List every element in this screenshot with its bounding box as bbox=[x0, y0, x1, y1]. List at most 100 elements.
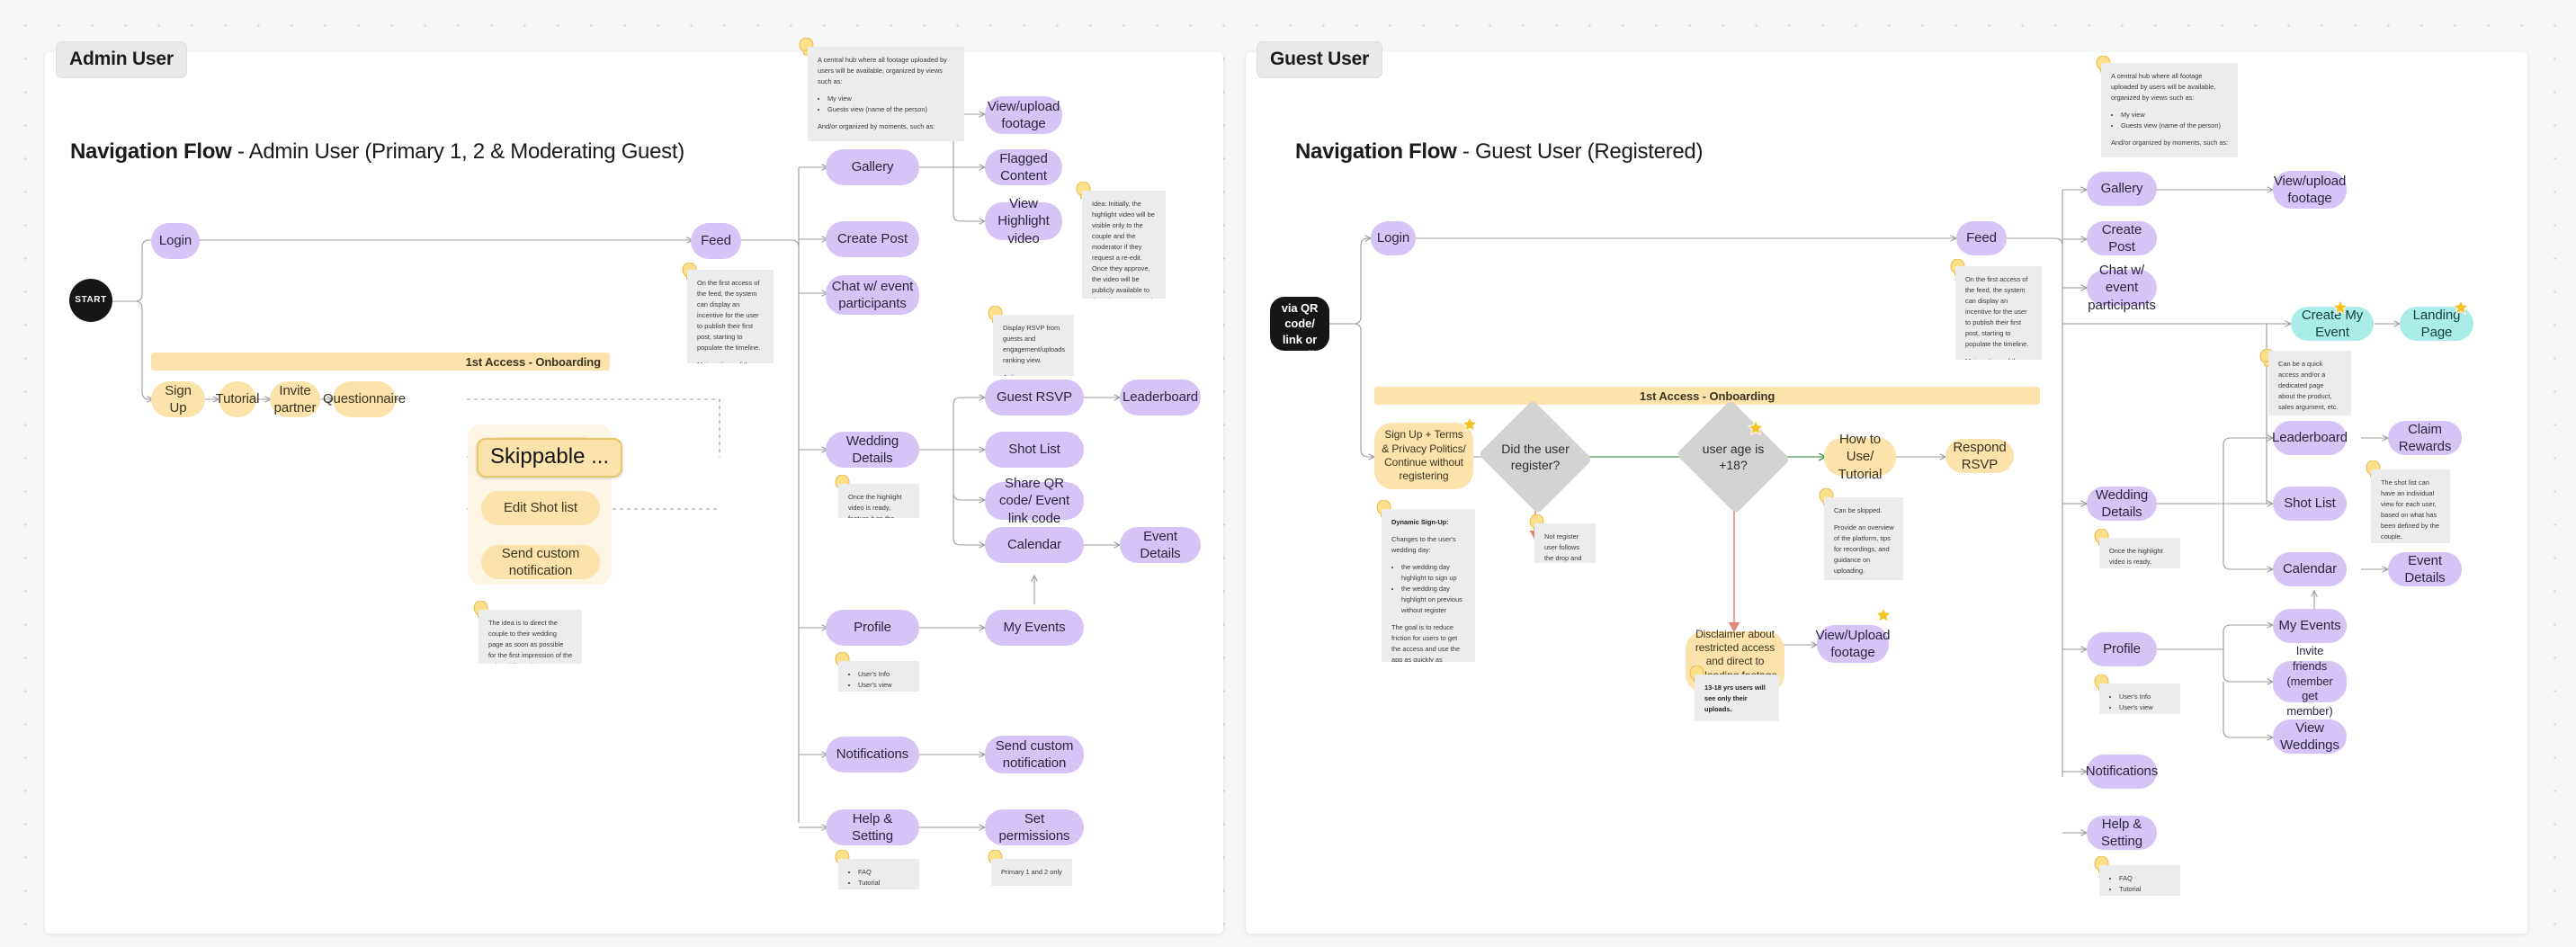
admin-node-feed[interactable]: Feed bbox=[691, 223, 741, 259]
guest-node-invite-friends[interactable]: Invite friends (member get member) bbox=[2273, 644, 2347, 718]
diamond-label: Did the user register? bbox=[1501, 441, 1570, 472]
guest-node-landing-page[interactable]: Landing Page bbox=[2400, 307, 2473, 341]
note-admin-profile: User's InfoUser's view (footage)User's P… bbox=[838, 661, 919, 692]
guest-node-claim-rewards[interactable]: Claim Rewards bbox=[2388, 421, 2462, 455]
admin-node-event-details[interactable]: Event Details bbox=[1120, 527, 1201, 563]
guest-node-create-post[interactable]: Create Post bbox=[2087, 221, 2157, 255]
guest-node-view-weddings[interactable]: View Weddings bbox=[2273, 719, 2347, 754]
note-guest-age-restriction: 13-18 yrs users will see only their uplo… bbox=[1695, 675, 1779, 721]
guest-start-node[interactable]: Access via QR code/ link or email bbox=[1270, 285, 1329, 362]
note-list-item: Tutorial bbox=[2119, 884, 2171, 895]
flow-title-guest-bold: Navigation Flow bbox=[1295, 139, 1457, 164]
admin-node-view-upload-footage[interactable]: View/upload footage bbox=[985, 96, 1062, 134]
admin-node-shot-list[interactable]: Shot List bbox=[985, 432, 1084, 468]
admin-node-set-permissions[interactable]: Set permissions bbox=[985, 809, 1084, 845]
guest-node-respond-rsvp[interactable]: Respond RSVP bbox=[1945, 439, 2014, 473]
frame-title-guest[interactable]: Guest User bbox=[1257, 41, 1383, 78]
guest-node-login[interactable]: Login bbox=[1371, 221, 1416, 255]
note-guest-tutorial: Can be skipped. Provide an overview of t… bbox=[1824, 497, 1903, 580]
note-text: The goal is to reduce friction for users… bbox=[1391, 622, 1461, 662]
frame-title-admin[interactable]: Admin User bbox=[56, 41, 187, 78]
admin-node-help-setting[interactable]: Help & Setting bbox=[826, 809, 919, 845]
note-list-item: User's Info bbox=[2119, 692, 2171, 702]
star-icon bbox=[1874, 606, 1892, 629]
guest-node-profile[interactable]: Profile bbox=[2087, 632, 2157, 666]
note-guest-gallery: A central hub where all footage uploaded… bbox=[2101, 63, 2238, 157]
guest-node-feed[interactable]: Feed bbox=[1956, 221, 2007, 255]
admin-start-node[interactable]: START bbox=[69, 279, 112, 322]
skippable-tooltip[interactable]: Skippable ... bbox=[477, 438, 623, 478]
guest-node-calendar[interactable]: Calendar bbox=[2273, 552, 2347, 586]
admin-node-profile[interactable]: Profile bbox=[826, 610, 919, 646]
admin-node-tutorial[interactable]: Tutorial bbox=[216, 381, 259, 417]
note-list: My viewGuests view (name of the person) bbox=[2121, 110, 2229, 131]
star-icon bbox=[1747, 419, 1765, 442]
guest-node-event-details[interactable]: Event Details bbox=[2388, 552, 2462, 586]
admin-node-create-post[interactable]: Create Post bbox=[826, 221, 919, 257]
note-text: Idea: Initially, the highlight video wil… bbox=[1092, 200, 1155, 299]
admin-node-notifications[interactable]: Notifications bbox=[826, 737, 919, 773]
note-list: User's InfoUser's view (footage)User's P… bbox=[858, 669, 910, 692]
admin-node-my-events[interactable]: My Events bbox=[985, 610, 1084, 646]
note-list-item: User's Info bbox=[858, 669, 910, 680]
note-guest-profile: User's InfoUser's view (footage)User's P… bbox=[2099, 683, 2180, 714]
flow-title-admin-rest: - Admin User (Primary 1, 2 & Moderating … bbox=[231, 139, 684, 164]
guest-node-shot-list[interactable]: Shot List bbox=[2273, 487, 2347, 521]
note-text: A central hub where all footage uploaded… bbox=[2111, 72, 2216, 102]
note-guest-feed: On the first access of the feed, the sys… bbox=[1955, 266, 2042, 360]
admin-node-invite-partner[interactable]: Invite partner bbox=[270, 381, 320, 417]
note-list-item: User's view (footage) bbox=[858, 680, 910, 692]
admin-node-questionnaire[interactable]: Questionnaire bbox=[323, 381, 406, 417]
note-text: The idea is to direct the couple to thei… bbox=[488, 619, 573, 664]
guest-decision-age-check[interactable]: user age is +18? bbox=[1676, 399, 1791, 514]
admin-node-signup[interactable]: Sign Up bbox=[151, 381, 205, 417]
guest-node-help-setting[interactable]: Help & Setting bbox=[2087, 816, 2157, 850]
admin-node-calendar[interactable]: Calendar bbox=[985, 527, 1084, 563]
star-icon bbox=[2331, 299, 2349, 321]
admin-node-leaderboard[interactable]: Leaderboard bbox=[1120, 380, 1201, 415]
guest-node-notifications[interactable]: Notifications bbox=[2086, 755, 2158, 789]
guest-decision-did-register[interactable]: Did the user register? bbox=[1478, 399, 1593, 514]
diamond-label: user age is +18? bbox=[1702, 441, 1765, 472]
admin-node-wedding-details[interactable]: Wedding Details bbox=[826, 432, 919, 468]
flow-title-guest: Navigation Flow - Guest User (Registered… bbox=[1295, 139, 1703, 165]
admin-node-login[interactable]: Login bbox=[151, 223, 200, 259]
guest-node-signup-terms[interactable]: Sign Up + Terms & Privacy Politics/ Cont… bbox=[1374, 423, 1473, 489]
admin-node-guest-rsvp[interactable]: Guest RSVP bbox=[985, 380, 1084, 415]
guest-node-my-events[interactable]: My Events bbox=[2273, 609, 2347, 643]
admin-node-gallery[interactable]: Gallery bbox=[826, 149, 919, 185]
note-text: Not register user follows the drop and g… bbox=[1544, 532, 1582, 562]
note-text: Once the highlight video is ready, featu… bbox=[848, 493, 902, 518]
note-text: And/or organized by moments, such as: bbox=[2111, 138, 2229, 147]
guest-node-wedding-details[interactable]: Wedding Details bbox=[2087, 487, 2157, 521]
note-guest-shot-list: The shot list can have an individual vie… bbox=[2371, 469, 2450, 543]
note-list-item: pre-ceremony bbox=[2121, 155, 2229, 157]
admin-node-view-highlight-video[interactable]: View Highlight video bbox=[985, 196, 1062, 246]
admin-node-send-custom-notification-2[interactable]: Send custom notification bbox=[985, 736, 1084, 773]
admin-node-flagged-content[interactable]: Flagged Content bbox=[985, 149, 1062, 185]
note-admin-wedding-details: Once the highlight video is ready, featu… bbox=[838, 484, 919, 518]
guest-node-create-my-event[interactable]: Create My Event bbox=[2291, 307, 2374, 341]
flow-title-guest-rest: - Guest User (Registered) bbox=[1456, 139, 1704, 164]
note-text: The shot list can have an individual vie… bbox=[2381, 478, 2439, 541]
note-text: On the first access of the feed, the sys… bbox=[1965, 275, 2029, 348]
note-guest-not-registered: Not register user follows the drop and g… bbox=[1534, 523, 1596, 563]
note-text: Main actions of the feed: bbox=[1965, 356, 2033, 360]
guest-node-leaderboard[interactable]: Leaderboard bbox=[2272, 421, 2348, 455]
note-text: Can be skipped. bbox=[1834, 506, 1883, 514]
admin-node-share-qr-code[interactable]: Share QR code/ Event link code bbox=[985, 476, 1084, 526]
guest-node-chat-participants[interactable]: Chat w/ event participants bbox=[2087, 263, 2157, 313]
admin-node-edit-shot-list[interactable]: Edit Shot list bbox=[481, 491, 600, 525]
note-list-item: pre-ceremony bbox=[827, 138, 955, 141]
note-admin-skippable: The idea is to direct the couple to thei… bbox=[479, 610, 582, 664]
note-admin-feed: On the first access of the feed, the sys… bbox=[687, 270, 774, 363]
guest-node-view-upload-footage[interactable]: View/upload footage bbox=[2273, 171, 2347, 209]
admin-node-chat-participants[interactable]: Chat w/ event participants bbox=[826, 275, 919, 315]
guest-node-gallery[interactable]: Gallery bbox=[2087, 172, 2157, 206]
admin-node-send-custom-notification[interactable]: Send custom notification bbox=[481, 545, 600, 579]
guest-node-how-to-use[interactable]: How to Use/ Tutorial bbox=[1824, 432, 1896, 482]
note-list-item: Tutorial bbox=[858, 878, 910, 889]
star-icon bbox=[2452, 299, 2470, 321]
guest-node-view-upload-footage-yellow[interactable]: View/Upload footage bbox=[1816, 625, 1891, 663]
